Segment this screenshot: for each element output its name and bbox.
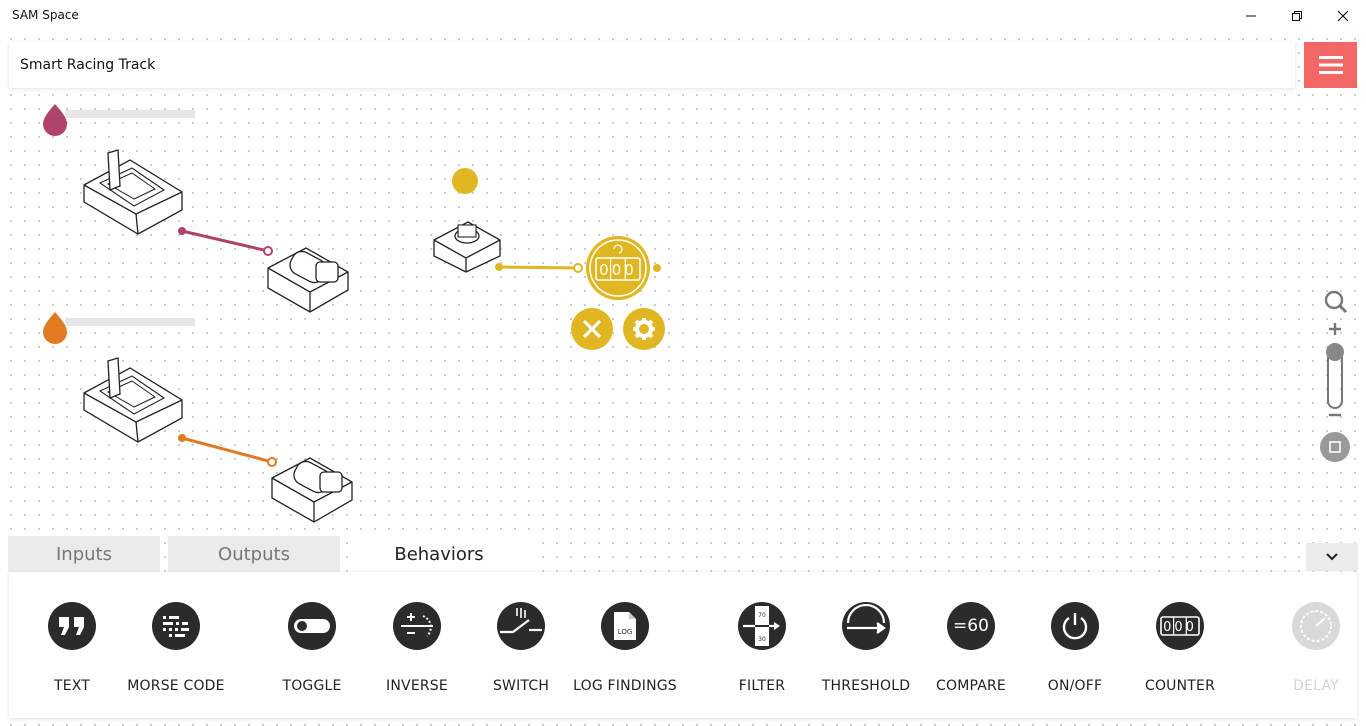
droplet-icon <box>43 312 67 344</box>
behavior-label: TOGGLE <box>282 678 342 694</box>
node-settings-button[interactable] <box>623 308 665 350</box>
minimize-button[interactable] <box>1228 0 1274 32</box>
app-title: SAM Space <box>12 8 79 22</box>
tab-label: Inputs <box>56 543 112 565</box>
counter-node[interactable]: 000 <box>586 236 650 300</box>
fit-view-button[interactable] <box>1320 432 1350 462</box>
behavior-label: SWITCH <box>492 678 550 694</box>
behavior-label: TEXT <box>53 678 91 694</box>
fit-icon <box>1329 441 1341 453</box>
delete-node-button[interactable] <box>571 308 613 350</box>
behavior-morse-code[interactable]: MORSE CODE <box>116 572 236 718</box>
svg-text:000: 000 <box>1163 620 1197 635</box>
project-name-bar <box>9 42 1295 88</box>
power-icon <box>1051 602 1099 650</box>
log-icon: LOG <box>601 602 649 650</box>
slider-node-red[interactable] <box>43 104 195 235</box>
tab-behaviors[interactable]: Behaviors <box>348 536 530 572</box>
counter-icon: 000 <box>1156 602 1204 650</box>
wire-orange <box>181 436 273 464</box>
switch-icon <box>497 602 545 650</box>
tab-label: Behaviors <box>394 543 484 565</box>
behavior-label: DELAY <box>1293 678 1339 694</box>
refresh-icon <box>613 244 623 254</box>
behavior-counter[interactable]: 000 COUNTER <box>1120 572 1240 718</box>
compare-icon: =60 <box>947 602 995 650</box>
behavior-switch[interactable]: SWITCH <box>461 572 581 718</box>
restore-button[interactable] <box>1274 0 1320 32</box>
toggle-icon <box>288 602 336 650</box>
behaviors-tray: TEXT MORSE CODE TOGGLE INVERSE <box>9 572 1357 718</box>
filter-icon: 70 30 <box>738 602 786 650</box>
behavior-filter[interactable]: 70 30 FILTER <box>702 572 822 718</box>
zoom-in-icon[interactable] <box>1329 323 1341 335</box>
zoom-slider-handle[interactable] <box>1326 343 1344 361</box>
tab-label: Outputs <box>218 543 290 565</box>
gauge-icon <box>1292 602 1340 650</box>
behavior-label: INVERSE <box>386 678 448 694</box>
behavior-compare[interactable]: =60 COMPARE <box>911 572 1031 718</box>
tab-outputs[interactable]: Outputs <box>168 536 340 572</box>
motor-module-orange[interactable] <box>271 457 353 523</box>
tab-inputs[interactable]: Inputs <box>8 536 160 572</box>
quote-icon <box>48 602 96 650</box>
inverse-icon <box>393 602 441 650</box>
wire-red <box>181 229 269 253</box>
behavior-label: COUNTER <box>1144 678 1216 694</box>
behavior-log-findings[interactable]: LOG LOG FINDINGS <box>565 572 685 718</box>
svg-text:LOG: LOG <box>618 628 633 636</box>
behavior-label: COMPARE <box>936 678 1006 694</box>
flow-canvas[interactable]: 000 <box>0 90 1366 540</box>
minimize-icon <box>1246 15 1256 17</box>
collapse-panel-button[interactable] <box>1306 543 1358 571</box>
chevron-down-icon <box>1326 553 1338 561</box>
slider-module-icon <box>83 357 183 443</box>
status-dot <box>452 168 478 194</box>
title-bar: SAM Space <box>0 0 1366 32</box>
wire-yellow <box>498 265 579 270</box>
behavior-label: MORSE CODE <box>127 678 225 694</box>
restore-icon <box>1292 11 1302 21</box>
behavior-toggle[interactable]: TOGGLE <box>252 572 372 718</box>
behavior-label: LOG FINDINGS <box>573 678 677 694</box>
threshold-icon <box>842 602 890 650</box>
droplet-icon <box>43 104 67 136</box>
svg-text:30: 30 <box>758 636 766 643</box>
behavior-on-off[interactable]: ON/OFF <box>1015 572 1135 718</box>
slider-module-icon <box>83 149 183 235</box>
close-icon <box>582 319 602 339</box>
slider-node-orange[interactable] <box>43 312 195 443</box>
gear-icon <box>633 318 655 340</box>
behavior-label: FILTER <box>738 678 786 694</box>
menu-button[interactable] <box>1304 42 1357 88</box>
close-window-button[interactable] <box>1320 0 1366 32</box>
behavior-label: ON/OFF <box>1047 678 1103 694</box>
search-icon <box>1324 290 1347 313</box>
button-module[interactable] <box>433 221 501 273</box>
morse-icon <box>152 602 200 650</box>
behavior-threshold[interactable]: THRESHOLD <box>806 572 926 718</box>
svg-text:70: 70 <box>758 612 766 619</box>
close-icon <box>1337 10 1349 22</box>
hamburger-icon <box>1318 56 1343 74</box>
project-name-input[interactable] <box>18 56 1222 74</box>
zoom-control <box>1320 290 1350 462</box>
motor-module-red[interactable] <box>267 247 349 313</box>
behavior-label: THRESHOLD <box>821 678 911 694</box>
behavior-delay[interactable]: DELAY <box>1256 572 1357 718</box>
behavior-inverse[interactable]: INVERSE <box>357 572 477 718</box>
behavior-text[interactable]: TEXT <box>12 572 132 718</box>
counter-display: 000 <box>599 261 637 279</box>
